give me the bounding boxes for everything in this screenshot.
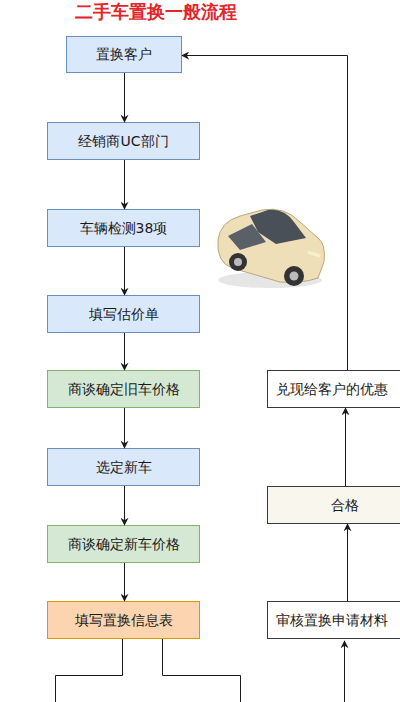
box-label: 商谈确定旧车价格	[68, 381, 180, 398]
process-box: 车辆检测38项	[47, 209, 200, 247]
flow-arrow	[124, 247, 125, 295]
car-illustration	[218, 209, 325, 288]
process-box: 置换客户	[66, 36, 182, 73]
branch-line	[56, 639, 123, 702]
branch-line	[163, 639, 241, 702]
box-label: 置换客户	[96, 46, 152, 63]
process-box: 兑现给客户的优惠	[267, 370, 400, 408]
flow-arrow	[124, 563, 125, 601]
box-label: 填写估价单	[89, 306, 159, 323]
box-label: 车辆检测38项	[80, 220, 168, 237]
flow-arrow	[124, 408, 125, 448]
flow-arrow	[347, 524, 348, 601]
process-box: 填写置换信息表	[47, 601, 200, 639]
flow-arrow	[124, 73, 125, 122]
incoming-line	[344, 641, 345, 702]
process-box: 填写估价单	[47, 295, 200, 333]
flow-arrow	[345, 408, 346, 486]
process-box: 商谈确定新车价格	[47, 525, 200, 563]
process-box: 选定新车	[47, 448, 200, 486]
process-box: 审核置换申请材料	[267, 601, 400, 639]
flow-arrow	[124, 333, 125, 370]
box-label: 合格	[331, 497, 359, 514]
box-label: 兑现给客户的优惠	[276, 381, 388, 398]
box-label: 经销商UC部门	[78, 133, 168, 150]
process-box: 合格	[267, 486, 400, 524]
flow-arrow	[124, 486, 125, 525]
diagram-title: 二手车置换一般流程	[75, 0, 237, 24]
box-label: 填写置换信息表	[75, 612, 173, 629]
box-label: 审核置换申请材料	[276, 612, 388, 629]
process-box: 商谈确定旧车价格	[47, 370, 200, 408]
flow-arrow	[182, 56, 348, 371]
box-label: 选定新车	[96, 459, 152, 476]
flow-arrow	[124, 160, 125, 209]
branch-lines	[56, 639, 345, 702]
box-label: 商谈确定新车价格	[68, 536, 180, 553]
process-box: 经销商UC部门	[47, 122, 200, 160]
